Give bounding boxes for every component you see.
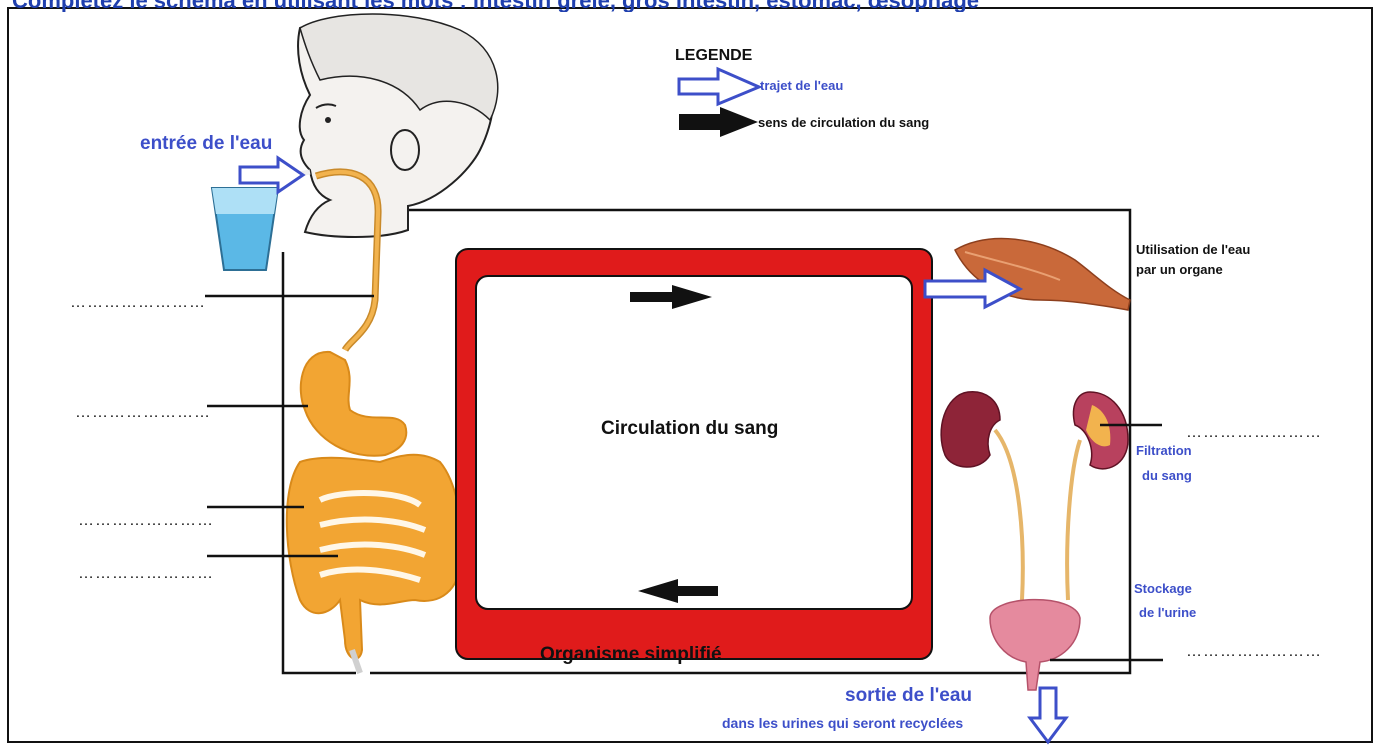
water-in-label: entrée de l'eau [140,133,272,155]
kidney-filter-label: Filtration [1136,443,1192,458]
water-arrow-out [1030,688,1066,742]
blank-stomach[interactable]: …………………… [75,404,211,422]
digestive-tract-illustration [287,172,461,673]
glass-of-water-illustration [212,172,310,270]
blank-esophagus[interactable]: …………………… [70,294,206,312]
water-out-label-2: dans les urines qui seront recyclées [722,715,963,731]
blank-large-intestine[interactable]: …………………… [78,512,214,530]
blank-kidney[interactable]: …………………… [1186,424,1322,442]
organism-label: Organisme simplifié [540,644,722,666]
legend-water-arrow [679,69,759,104]
blank-small-intestine[interactable]: …………………… [78,565,214,583]
legend-water-path-label: trajet de l'eau [760,78,843,93]
water-arrow-in [240,158,303,192]
kidney-filter-label-2: du sang [1142,468,1192,483]
bladder-label-2: de l'urine [1139,605,1196,620]
kidneys-bladder-illustration [941,392,1128,690]
boy-head-illustration [298,14,498,237]
blood-circulation-label: Circulation du sang [601,418,778,440]
blood-circulation-loop [456,249,932,659]
bladder-label: Stockage [1134,581,1192,596]
legend-title: LEGENDE [675,47,752,65]
legend-blood-direction-label: sens de circulation du sang [758,115,929,130]
legend-blood-arrow [679,107,758,137]
muscle-use-label-2: par un organe [1136,262,1223,277]
blank-bladder[interactable]: …………………… [1186,643,1322,661]
muscle-use-label: Utilisation de l'eau [1136,242,1250,257]
water-out-label: sortie de l'eau [845,685,972,707]
muscle-illustration [955,239,1130,310]
